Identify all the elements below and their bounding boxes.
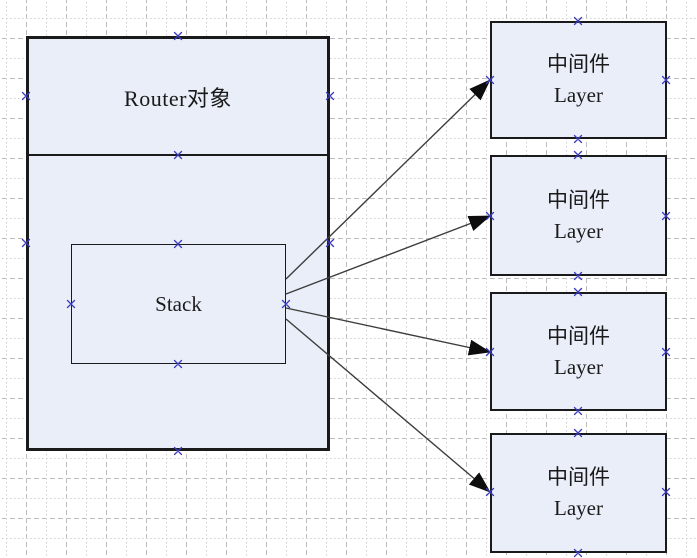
connector-arrows (285, 79, 491, 493)
connector-arrow-1[interactable] (285, 79, 491, 280)
connector-arrow-3[interactable] (285, 307, 491, 356)
connector-arrow-4[interactable] (285, 318, 491, 493)
connection-point-markers (21, 16, 671, 558)
connector-arrow-2[interactable] (285, 215, 491, 295)
